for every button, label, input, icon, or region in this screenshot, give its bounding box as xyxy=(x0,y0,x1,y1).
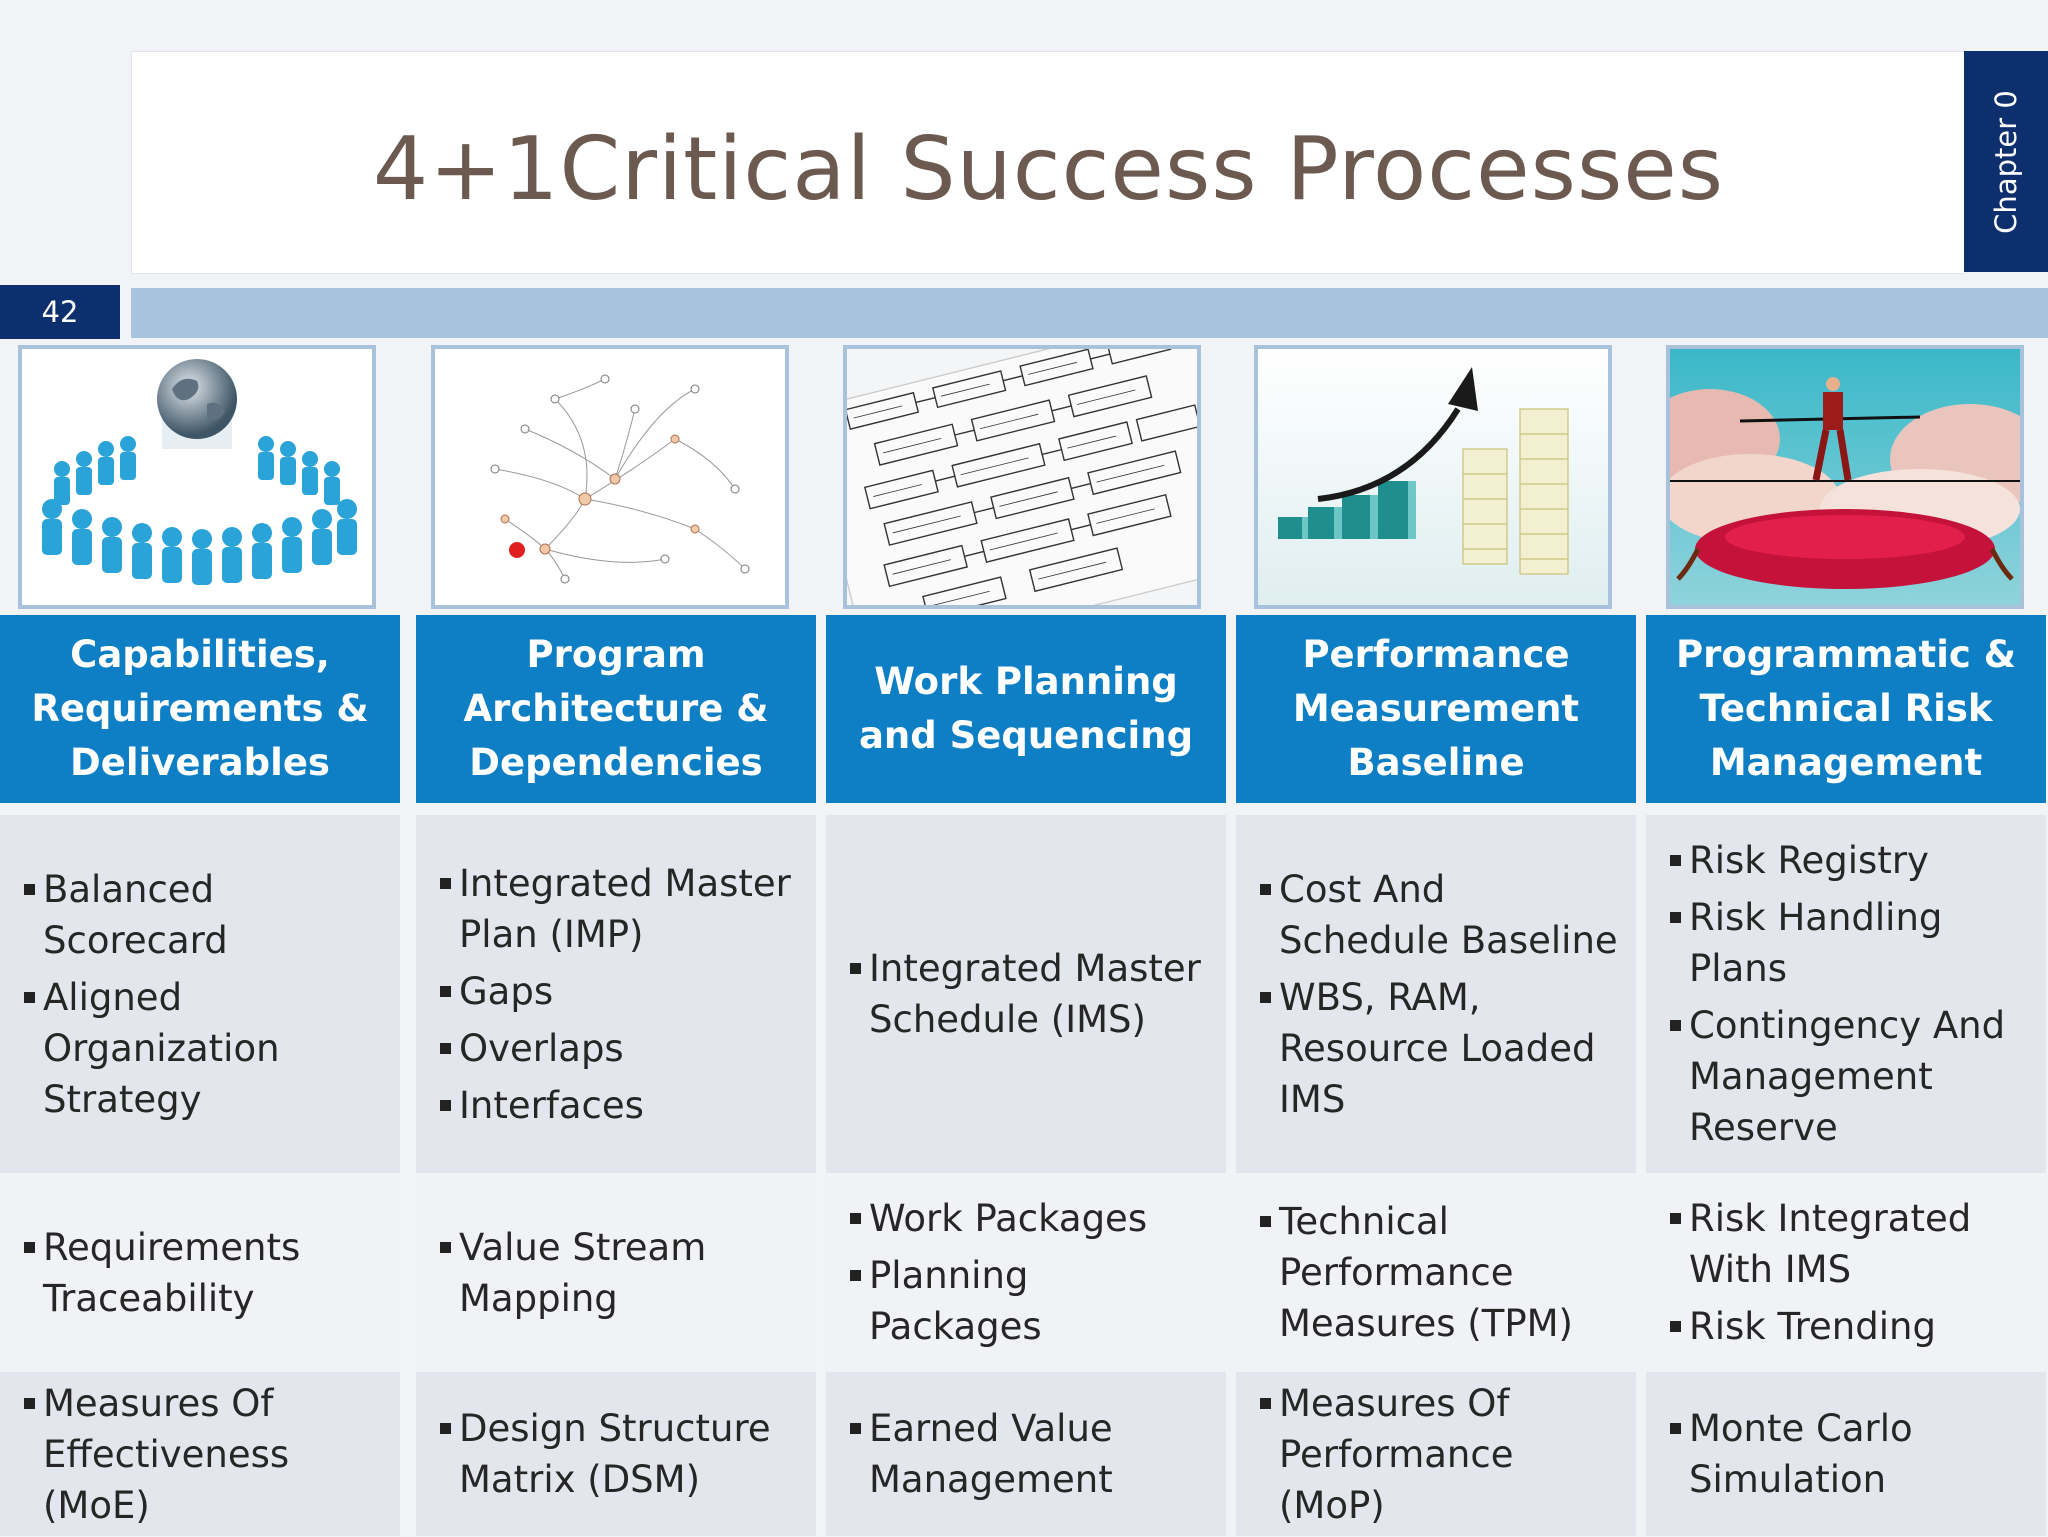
column-image-bar-chart xyxy=(1254,345,1612,609)
list-item: Aligned Organization Strategy xyxy=(22,972,386,1125)
list-item: Contingency And Management Reserve xyxy=(1668,1000,2032,1153)
column-image-tightrope xyxy=(1666,345,2024,609)
cell-work-planning-row1: Integrated Master Schedule (IMS) xyxy=(826,815,1226,1173)
list-item: Design Structure Matrix (DSM) xyxy=(438,1403,802,1505)
cell-performance-row2: Technical Performance Measures (TPM) xyxy=(1236,1176,1636,1369)
cell-work-planning-row2: Work Packages Planning Packages xyxy=(826,1176,1226,1369)
slide-title: 4+1Critical Success Processes xyxy=(372,118,1725,220)
list-item: Requirements Traceability xyxy=(22,1222,386,1324)
cell-performance-row3: Measures Of Performance (MoP) xyxy=(1236,1372,1636,1536)
list-item: Integrated Master Plan (IMP) xyxy=(438,858,802,960)
column-header-label: Work Planning and Sequencing xyxy=(858,660,1194,757)
header-performance-measurement: Performance Measurement Baseline xyxy=(1236,615,1636,803)
header-work-planning: Work Planning and Sequencing xyxy=(826,615,1226,803)
column-image-network xyxy=(431,345,789,609)
header-capabilities: Capabilities, Requirements & Deliverable… xyxy=(0,615,400,803)
list-item: Value Stream Mapping xyxy=(438,1222,802,1324)
cell-work-planning-row3: Earned Value Management xyxy=(826,1372,1226,1536)
cell-performance-row1: Cost And Schedule Baseline WBS, RAM, Res… xyxy=(1236,815,1636,1173)
header-divider-bar xyxy=(131,288,2048,338)
list-item: Risk Trending xyxy=(1668,1301,2032,1352)
cell-architecture-row3: Design Structure Matrix (DSM) xyxy=(416,1372,816,1536)
list-item: Earned Value Management xyxy=(848,1403,1212,1505)
cell-architecture-row2: Value Stream Mapping xyxy=(416,1176,816,1369)
list-item: Risk Registry xyxy=(1668,835,2032,886)
list-item: Technical Performance Measures (TPM) xyxy=(1258,1196,1622,1349)
column-header-label: Program Architecture & Dependencies xyxy=(463,633,769,784)
chapter-label: Chapter 0 xyxy=(1989,89,2023,234)
list-item: Measures Of Performance (MoP) xyxy=(1258,1378,1622,1531)
list-item: Work Packages xyxy=(848,1193,1212,1244)
cell-risk-row2: Risk Integrated With IMS Risk Trending xyxy=(1646,1176,2046,1369)
cell-architecture-row1: Integrated Master Plan (IMP) Gaps Overla… xyxy=(416,815,816,1173)
list-item: Measures Of Effectiveness (MoE) xyxy=(22,1378,386,1531)
column-header-label: Performance Measurement Baseline xyxy=(1292,633,1580,784)
column-image-people-globe xyxy=(18,345,376,609)
list-item: Gaps xyxy=(438,966,802,1017)
title-box: 4+1Critical Success Processes xyxy=(131,51,1966,274)
cell-capabilities-row3: Measures Of Effectiveness (MoE) xyxy=(0,1372,400,1536)
cell-risk-row1: Risk Registry Risk Handling Plans Contin… xyxy=(1646,815,2046,1173)
chapter-tab: Chapter 0 xyxy=(1964,51,2048,272)
list-item: Interfaces xyxy=(438,1080,802,1131)
header-program-architecture: Program Architecture & Dependencies xyxy=(416,615,816,803)
column-header-label: Programmatic & Technical Risk Management xyxy=(1675,633,2016,784)
cell-capabilities-row1: Balanced Scorecard Aligned Organization … xyxy=(0,815,400,1173)
list-item: Integrated Master Schedule (IMS) xyxy=(848,943,1212,1045)
list-item: Balanced Scorecard xyxy=(22,864,386,966)
list-item: Planning Packages xyxy=(848,1250,1212,1352)
column-image-flowchart-sketch xyxy=(843,345,1201,609)
column-header-label: Capabilities, Requirements & Deliverable… xyxy=(31,633,369,784)
list-item: Risk Integrated With IMS xyxy=(1668,1193,2032,1295)
cell-risk-row3: Monte Carlo Simulation xyxy=(1646,1372,2046,1536)
header-risk-management: Programmatic & Technical Risk Management xyxy=(1646,615,2046,803)
list-item: Cost And Schedule Baseline xyxy=(1258,864,1622,966)
page-number: 42 xyxy=(0,285,120,339)
cell-capabilities-row2: Requirements Traceability xyxy=(0,1176,400,1369)
list-item: WBS, RAM, Resource Loaded IMS xyxy=(1258,972,1622,1125)
list-item: Monte Carlo Simulation xyxy=(1668,1403,2032,1505)
list-item: Overlaps xyxy=(438,1023,802,1074)
list-item: Risk Handling Plans xyxy=(1668,892,2032,994)
